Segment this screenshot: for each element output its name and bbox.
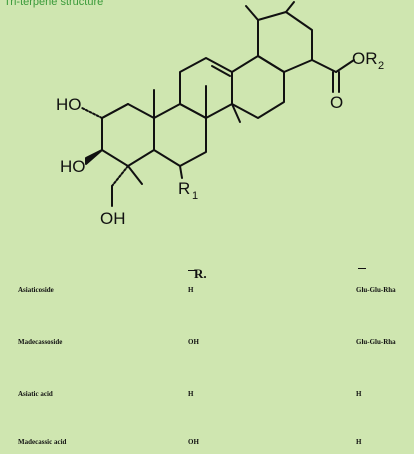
- methyl-c19: [245, 5, 259, 21]
- table-row: Asiaticoside H Glu-Glu-Rha: [0, 286, 414, 300]
- r2-value: H: [356, 437, 362, 447]
- header-r1: R.: [194, 266, 207, 281]
- compound-name: Madecassic acid: [18, 437, 67, 447]
- table-row: Madecassic acid OH H: [0, 438, 414, 452]
- methyl-c20: [285, 1, 295, 13]
- r2-value: H: [356, 389, 362, 399]
- compound-name: Madecassoside: [18, 337, 63, 347]
- oh-label: OH: [100, 209, 126, 228]
- r2-value: Glu-Glu-Rha: [356, 337, 396, 347]
- r1-subscript: 1: [192, 190, 198, 202]
- r1-value: OH: [188, 337, 199, 347]
- header-tick-r1: [188, 270, 196, 271]
- compound-name: Asiatic acid: [18, 389, 53, 399]
- r1-value: H: [188, 389, 194, 399]
- ring-b: [153, 103, 207, 167]
- r1-label: R: [178, 179, 190, 198]
- chemical-structure-diagram: OR 2 O HO HO R 1 OH: [56, 1, 384, 228]
- table-row: Madecassoside OH Glu-Glu-Rha: [0, 338, 414, 352]
- ch2oh-bond-1: [111, 165, 129, 187]
- figure-caption: Tri-terpene structure: [4, 0, 104, 8]
- ring-d: [231, 55, 285, 119]
- ho-c2-bond: [81, 107, 103, 119]
- r2-value: Glu-Glu-Rha: [356, 285, 396, 295]
- ho-c3-label: HO: [60, 157, 86, 176]
- r1-bond: [179, 165, 183, 179]
- carbonyl-o-label: O: [330, 93, 343, 112]
- r1-value: H: [188, 285, 194, 295]
- carboxyl-bond: [311, 59, 337, 73]
- ho-c2-label: HO: [56, 95, 82, 114]
- compound-name: Asiaticoside: [18, 285, 54, 295]
- ring-e: [257, 11, 313, 73]
- table-row: Asiatic acid H H: [0, 390, 414, 404]
- ho-c3-wedge: [85, 149, 103, 165]
- methyl-c14: [231, 103, 241, 123]
- or2-subscript: 2: [378, 60, 384, 72]
- ring-a-left: [101, 103, 129, 119]
- or2-label: OR: [352, 49, 378, 68]
- double-bond-c12: [211, 65, 231, 77]
- header-tick-r2: [358, 268, 366, 269]
- r1-value: OH: [188, 437, 199, 447]
- derivatives-table: R. Asiaticoside H Glu-Glu-Rha Madecassos…: [0, 258, 414, 454]
- carboxyl-c-o: [335, 59, 355, 73]
- methyl-c4: [127, 165, 143, 185]
